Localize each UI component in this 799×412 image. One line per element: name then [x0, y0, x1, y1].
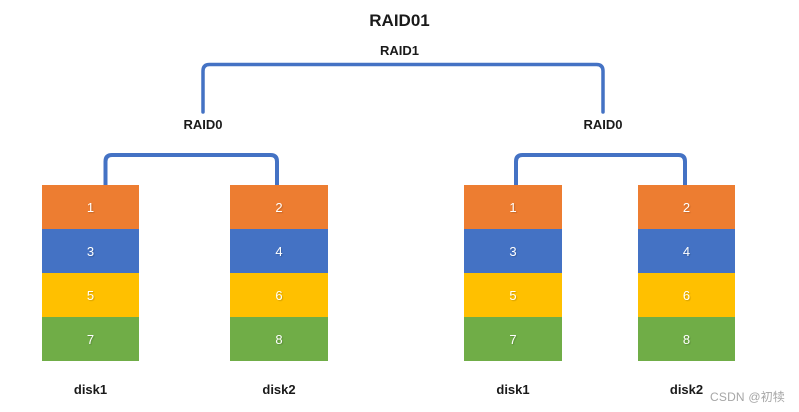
stripe-block: 8: [230, 317, 328, 361]
stripe-block: 1: [464, 185, 562, 229]
stripe-block: 1: [42, 185, 139, 229]
disk-column-left-1: 1 3 5 7 disk1: [42, 185, 139, 397]
disk-label: disk1: [73, 382, 108, 397]
disk-label: disk2: [669, 382, 704, 397]
stripe-block: 6: [230, 273, 328, 317]
raid1-bracket-connector: [201, 62, 605, 114]
disk-column-right-2: 2 4 6 8 disk2: [638, 185, 735, 397]
diagram-title: RAID01: [369, 11, 430, 30]
raid1-label: RAID1: [379, 43, 419, 58]
raid0-label-left: RAID0: [183, 117, 223, 132]
stripe-block: 2: [638, 185, 735, 229]
disk-label: disk1: [496, 382, 530, 397]
stripe-block: 5: [42, 273, 139, 317]
stripe-block: 3: [464, 229, 562, 273]
stripe-block: 5: [464, 273, 562, 317]
stripe-block: 7: [464, 317, 562, 361]
stripe-block: 2: [230, 185, 328, 229]
disk-column-right-1: 1 3 5 7 disk1: [464, 185, 562, 397]
disk-column-left-2: 2 4 6 8 disk2: [230, 185, 328, 397]
stripe-block: 4: [230, 229, 328, 273]
stripe-block: 8: [638, 317, 735, 361]
raid0-right-bracket-connector: [514, 153, 687, 185]
stripe-block: 7: [42, 317, 139, 361]
raid0-label-right: RAID0: [583, 117, 623, 132]
stripe-block: 6: [638, 273, 735, 317]
raid0-left-bracket-connector: [103, 153, 279, 185]
stripe-block: 4: [638, 229, 735, 273]
stripe-block: 3: [42, 229, 139, 273]
disk-label: disk2: [262, 382, 296, 397]
csdn-watermark: CSDN @初犊: [710, 390, 786, 404]
